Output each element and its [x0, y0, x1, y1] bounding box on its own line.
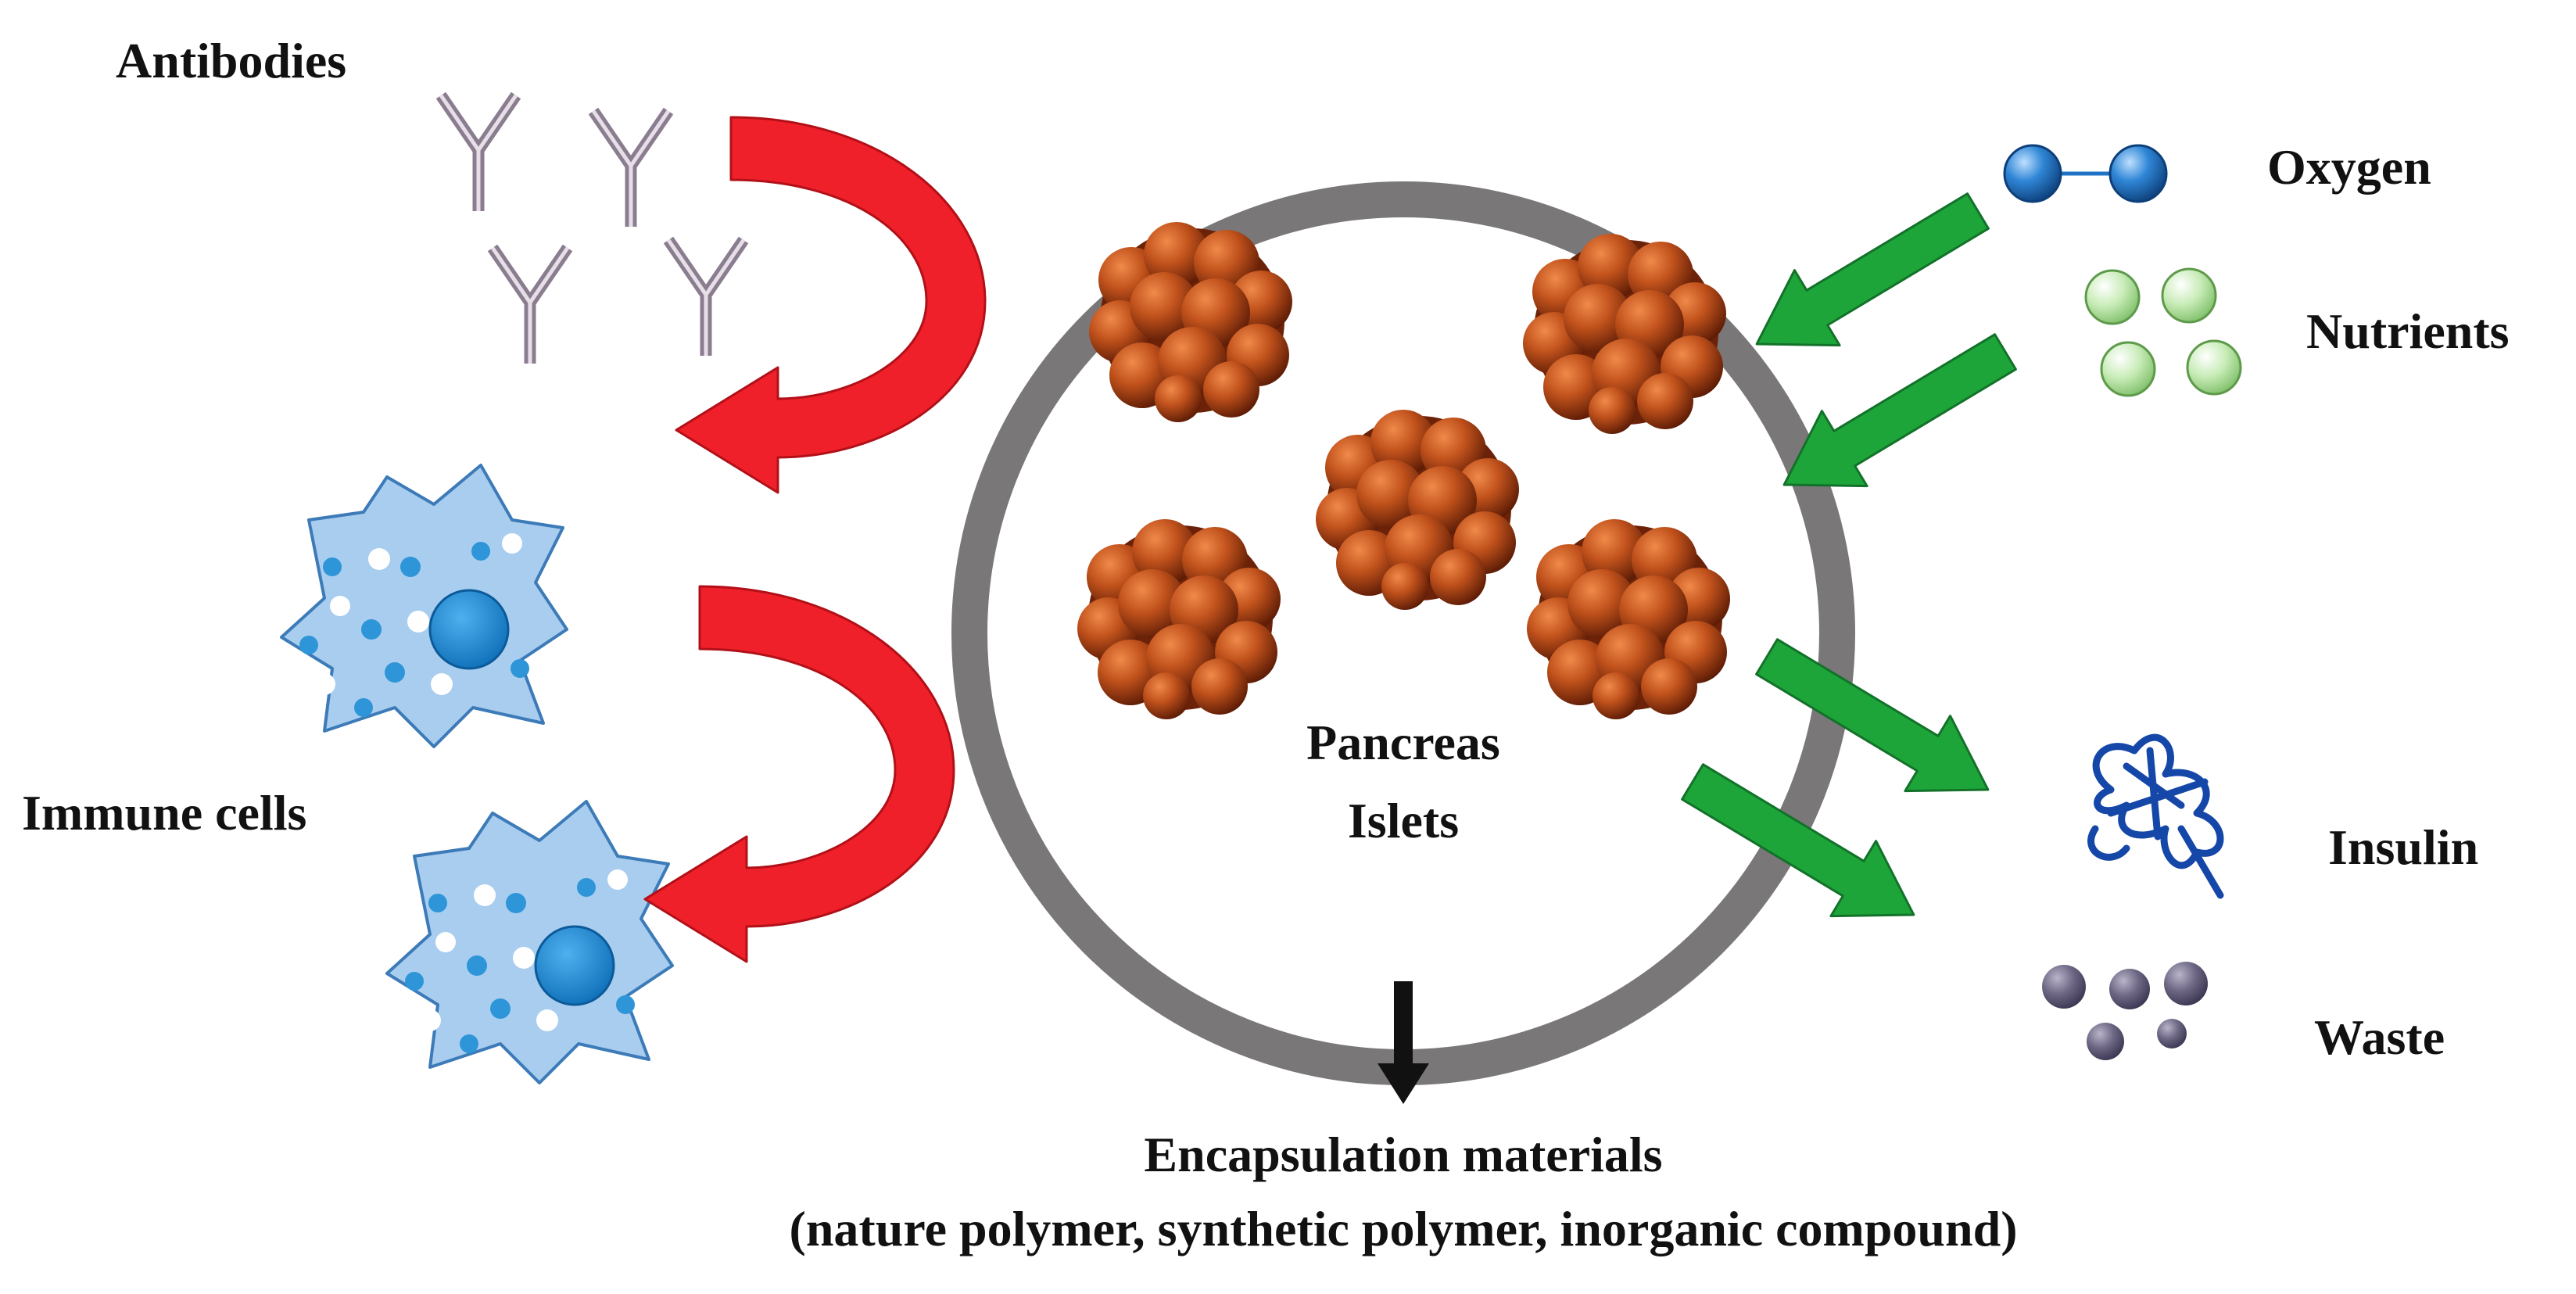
label-islets: Islets: [1347, 793, 1460, 848]
inward-arrow-oxygen: [1732, 172, 2002, 383]
label-encapsulation-title: Encapsulation materials: [1144, 1127, 1663, 1182]
antibody-icon: [441, 95, 743, 364]
immune-cell-icon: [280, 464, 674, 1084]
blocked-arrow-antibodies: [675, 116, 987, 494]
label-insulin: Insulin: [2328, 819, 2479, 875]
label-nutrients: Nutrients: [2306, 303, 2510, 359]
label-oxygen: Oxygen: [2267, 139, 2431, 195]
insulin-icon: [2087, 733, 2224, 899]
down-arrow: [1378, 981, 1429, 1104]
label-immune-cells: Immune cells: [22, 785, 307, 841]
label-waste: Waste: [2314, 1009, 2445, 1065]
blocked-arrow-immune-cells: [643, 585, 955, 963]
oxygen-molecule-icon: [2003, 144, 2168, 203]
nutrient-icon: [2084, 267, 2242, 397]
label-pancreas: Pancreas: [1306, 715, 1500, 770]
label-antibodies: Antibodies: [116, 33, 347, 88]
waste-icon: [2042, 962, 2208, 1060]
label-encapsulation-detail: (nature polymer, synthetic polymer, inor…: [789, 1201, 2018, 1256]
